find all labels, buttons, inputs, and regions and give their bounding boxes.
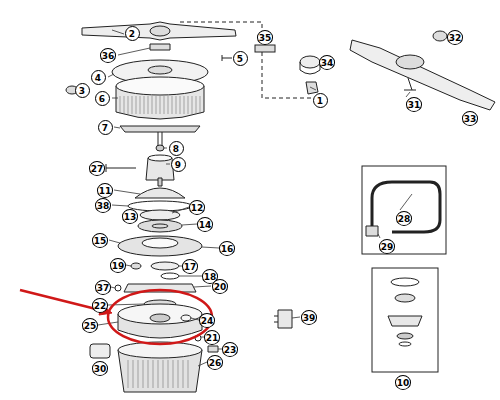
callout-number: 27 [89, 161, 106, 176]
callout-number: 7 [98, 120, 113, 135]
callout-number: 24 [199, 313, 216, 328]
callout-number: 32 [447, 30, 464, 45]
callout-number: 19 [110, 258, 127, 273]
callout-number: 38 [95, 198, 112, 213]
callout-number: 29 [379, 239, 396, 254]
callout-number: 13 [122, 209, 139, 224]
callout-number: 26 [207, 355, 224, 370]
callout-number: 4 [91, 70, 106, 85]
callout-number: 25 [82, 318, 99, 333]
callout-number: 17 [182, 259, 199, 274]
callout-number: 30 [92, 361, 109, 376]
callout-number: 31 [406, 97, 423, 112]
callout-number: 28 [396, 211, 413, 226]
callout-number: 16 [219, 241, 236, 256]
callout-number: 21 [204, 330, 221, 345]
callout-number: 9 [171, 157, 186, 172]
callout-number: 34 [319, 55, 336, 70]
callout-number: 3 [75, 83, 90, 98]
callout-number: 12 [189, 200, 206, 215]
callout-number: 23 [222, 342, 239, 357]
callout-number: 2 [125, 26, 140, 41]
callout-number: 39 [301, 310, 318, 325]
callout-number: 33 [462, 111, 479, 126]
callout-number: 14 [197, 217, 214, 232]
callout-number: 1 [313, 93, 328, 108]
callout-number: 11 [97, 183, 114, 198]
callout-number: 15 [92, 233, 109, 248]
callout-number: 5 [233, 51, 248, 66]
callout-number: 8 [169, 141, 184, 156]
callout-number: 36 [100, 48, 117, 63]
callout-number: 6 [95, 91, 110, 106]
callout-number: 22 [92, 298, 109, 313]
callout-number: 37 [95, 280, 112, 295]
callout-number: 35 [257, 30, 274, 45]
callout-number: 20 [212, 279, 229, 294]
callout-number: 10 [395, 375, 412, 390]
